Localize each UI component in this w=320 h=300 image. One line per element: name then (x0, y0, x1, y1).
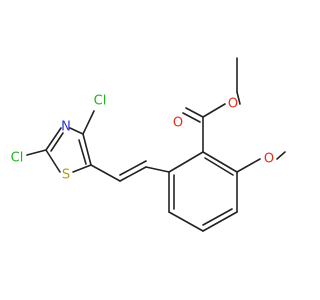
bond-ester-ch2 (236, 91, 241, 105)
molecule-diagram: Cl Cl N S O O O (11, 57, 286, 232)
atom-label-o-ester: O (228, 97, 238, 112)
atom-label-o-methoxy: O (264, 152, 274, 167)
bond-c2-n3-double (50, 132, 64, 152)
atom-label-n: N (61, 120, 71, 135)
bond-ring-4-double (202, 208, 233, 226)
bond-layer (26, 57, 286, 232)
bond-vinyl-ring (145, 166, 170, 173)
atom-label-cl-left: Cl (11, 151, 24, 166)
bond-c4-c5-double (78, 139, 87, 165)
atom-label-cl-top: Cl (94, 94, 107, 109)
bond-ring-2-double (204, 157, 234, 176)
bond-carbonyl-double (182, 112, 201, 123)
bond-vinyl-double (119, 160, 147, 176)
bond-ring-4 (202, 211, 238, 232)
bond-c4-c5 (82, 133, 92, 166)
bond-c5-s1 (72, 164, 92, 173)
bond-ring-1 (168, 151, 204, 173)
bond-c4-cl (82, 110, 95, 135)
bond-ring-5 (168, 211, 204, 232)
bond-c5-vinyl (90, 164, 121, 182)
bond-ester-o (202, 103, 226, 118)
bond-vinyl (119, 166, 147, 182)
bond-s1-c2 (45, 149, 61, 173)
bond-ring-2 (202, 151, 238, 173)
bond-carbonyl (185, 107, 204, 118)
bond-methoxy-ch3 (276, 151, 286, 160)
bond-ring-methoxy-o (236, 158, 261, 173)
atom-label-layer: Cl Cl N S O O O (11, 94, 274, 183)
atom-label-s: S (62, 168, 70, 183)
bond-c2-n3 (45, 127, 62, 151)
atom-label-o-carbonyl: O (173, 116, 183, 131)
bond-c2-cl (26, 149, 47, 156)
bond-n3-c4 (69, 127, 84, 135)
